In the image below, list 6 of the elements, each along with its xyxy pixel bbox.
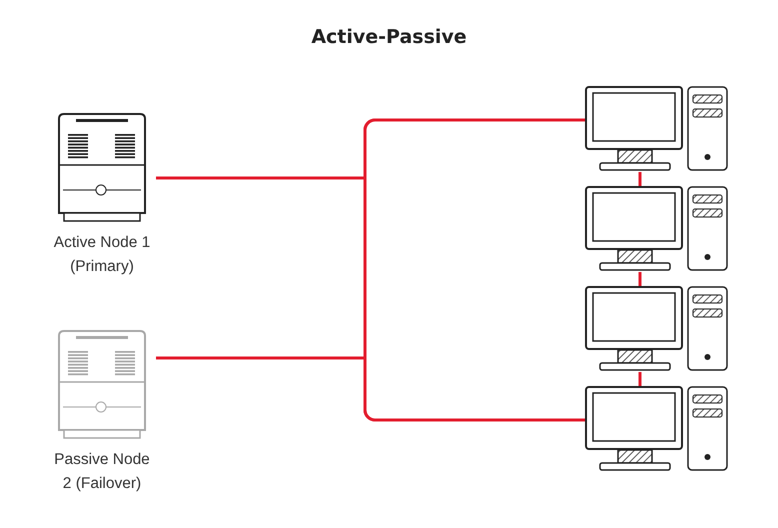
node-label: Passive Node 2 (Failover)	[53, 450, 151, 494]
connector-line	[638, 272, 642, 286]
connector-line	[638, 172, 642, 186]
node-label: Active Node 1 (Primary)	[52, 233, 152, 277]
connector-line	[638, 372, 642, 386]
diagram-title: Active-Passive	[311, 26, 467, 48]
